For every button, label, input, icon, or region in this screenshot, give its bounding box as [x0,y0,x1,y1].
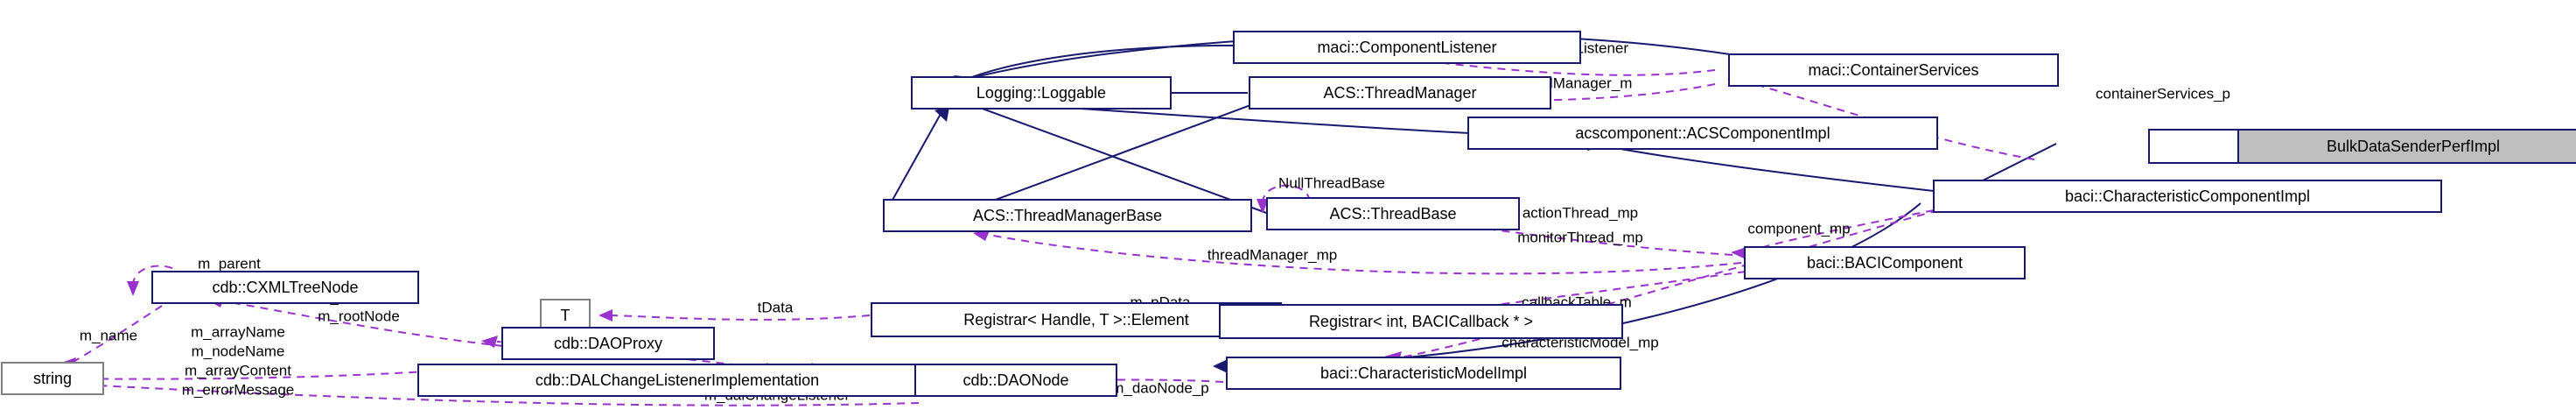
node-box[interactable] [1219,304,1623,339]
node-bulkdatasenderperfimpl[interactable]: BulkDataSenderPerfImpl [2237,129,2576,164]
edge-label-m-name-bottom: m_name [330,407,388,410]
node-box[interactable] [1744,246,2026,279]
node-box[interactable] [501,327,715,360]
arrowhead-inherit [934,107,949,122]
node-box[interactable] [1467,117,1938,150]
node-label: maci::ContainerServices [1808,61,1978,79]
edge-label-m-parent: m_parent [198,255,261,272]
node-box[interactable] [1249,76,1551,110]
edge-label-component-mp: component_mp [1747,220,1850,237]
edge-label-m-arrayname: m_arrayName [191,323,285,340]
node-acscomponent-acscomponentimpl[interactable]: acscomponent::ACSComponentImpl [1467,117,1938,150]
node-label: cdb::DAONode [962,371,1068,389]
node-box[interactable] [883,199,1252,232]
edge-usage-tdata [612,315,871,321]
edge-usage-m-parent [132,265,186,286]
node-box[interactable] [871,302,1282,337]
node-box[interactable] [1,362,104,395]
node-box[interactable] [914,364,1117,397]
node-label: cdb::DALChangeListenerImplementation [536,371,819,389]
edge-label-nullthreadbase: NullThreadBase [1278,174,1385,191]
edge-usage-m-name-left [71,305,163,364]
node-label: cdb::DAOProxy [554,335,662,352]
edge-label-m-rootnode: m_rootNode [318,308,400,324]
node-registrar-handle-t-element[interactable]: Registrar< Handle, T >::Element [871,302,1282,337]
node-maci-containerservices[interactable]: maci::ContainerServices [1728,53,2059,87]
node-box[interactable] [1933,180,2442,213]
node-label: Registrar< int, BACICallback * > [1309,313,1533,330]
node-label: ACS::ThreadManager [1323,84,1476,102]
node-label: BulkDataSenderPerfImpl [2327,138,2500,155]
edge-label-containerservices-p: containerServices_p [2096,85,2230,102]
node-maci-componentlistener[interactable]: maci::ComponentListener [1233,31,1581,64]
edge-label-actionthread-mp: actionThread_mp [1522,204,1638,221]
node-box[interactable] [1233,31,1581,64]
node-label: acscomponent::ACSComponentImpl [1575,124,1830,142]
edge-label-m-nodename: m_nodeName [192,343,285,359]
edge-label-m-daonode-p: m_daoNode_p [1111,379,1209,396]
node-label: Registrar< Handle, T >::Element [963,311,1188,329]
node-acs-threadbase[interactable]: ACS::ThreadBase [1266,197,1520,230]
node-cdb-daoproxy[interactable]: cdb::DAOProxy [501,327,715,360]
arrowhead-usage [1256,199,1269,214]
node-t[interactable]: T [540,299,591,332]
node-label: ACS::ThreadBase [1329,205,1456,223]
arrowhead-usage [481,336,498,348]
node-cdb-dalchangelistenerimplementation[interactable]: cdb::DALChangeListenerImplementation [417,364,937,397]
edge-label-threadmanager-mp: threadManager_mp [1208,246,1337,263]
node-logging-loggable[interactable]: Logging::Loggable [911,76,1172,110]
node-baci-characteristiccomponentimpl[interactable]: baci::CharacteristicComponentImpl [1933,180,2442,213]
arrowhead-usage [127,281,139,296]
node-box[interactable] [2237,129,2576,164]
arrowhead-usage [598,309,612,322]
node-box[interactable] [540,299,591,332]
edge-usage-characteristicmodel-mp [1399,209,1939,358]
node-label: maci::ComponentListener [1317,39,1496,56]
edge-usage-threadmanager-mp [988,234,1742,275]
edge-label-monitorthread-mp: monitorThread_mp [1517,229,1643,245]
node-baci-characteristicmodelimpl[interactable]: baci::CharacteristicModelImpl [1226,357,1621,390]
edge-usage-m-name-bottom [64,383,920,406]
edge-label-m-errormessage: m_errorMessage [182,381,295,398]
node-string[interactable]: string [1,362,104,395]
nodes: Logging::Loggable maci::ComponentListene… [1,31,2576,397]
node-cdb-daonode[interactable]: cdb::DAONode [914,364,1117,397]
node-label: T [561,307,570,324]
edge-usage-nullthreadbase [1262,184,1311,204]
node-label: baci::CharacteristicComponentImpl [2065,187,2310,205]
edge-usage-m-currnode [223,300,504,347]
node-label: baci::BACIComponent [1807,254,1963,272]
edge-usage-component-mp [1745,209,1935,253]
edge-usage-m-daonode-p [1060,378,1224,383]
node-box[interactable] [151,271,419,304]
node-acs-threadmanagerbase[interactable]: ACS::ThreadManagerBase [883,199,1252,232]
node-box[interactable] [911,76,1172,110]
node-acs-threadmanager[interactable]: ACS::ThreadManager [1249,76,1551,110]
arrowhead-inherit [1213,359,1228,373]
edge-threadmanagerbase-loggable [883,113,942,216]
node-label: baci::CharacteristicModelImpl [1320,364,1527,382]
edge-charcompimpl-acscomponentimpl [1592,143,1935,192]
node-cdb-cxmltreenode[interactable]: cdb::CXMLTreeNode [151,271,419,304]
edge-label-tdata: tData [758,299,794,315]
node-label: cdb::CXMLTreeNode [212,279,358,296]
edge-label-m-arraycontent: m_arrayContent [185,362,291,378]
node-box[interactable] [1728,53,2059,87]
node-baci-bacicomponent[interactable]: baci::BACIComponent [1744,246,2026,279]
edge-componentlistener-loggable [962,45,1235,81]
node-label: Logging::Loggable [976,84,1106,102]
node-label: string [33,370,72,387]
node-label: ACS::ThreadManagerBase [973,207,1162,224]
edge-threadmanager-threadmanagerbase [962,101,1261,213]
edge-label-m-name-left: m_name [80,327,137,343]
node-box[interactable] [1226,357,1621,390]
node-registrar-int-bacicallback[interactable]: Registrar< int, BACICallback * > [1219,304,1623,339]
node-box[interactable] [1266,197,1520,230]
